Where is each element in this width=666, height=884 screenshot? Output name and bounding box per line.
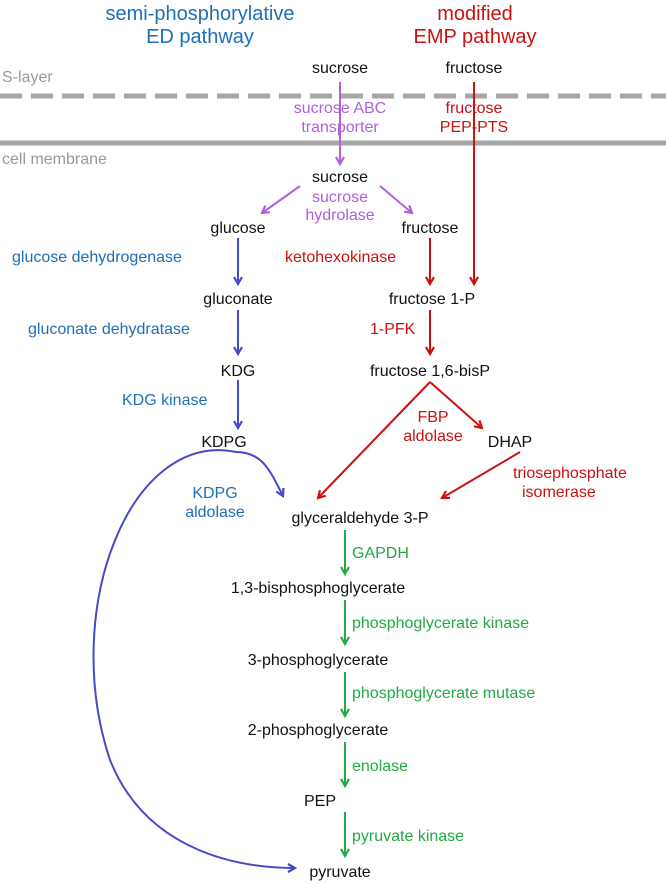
enzyme-gapdh: GAPDH [352,545,409,562]
metabolite-fructose-outside: fructose [446,60,503,77]
enzyme-kdpg-aldolase-line1: KDPG [192,485,237,502]
arrow-kdpg-to-pyruvate [92,449,295,868]
ed-header-line1: semi-phosphorylative [106,3,295,25]
enzyme-triosephosphate-isomerase-line2: isomerase [522,484,596,501]
arrow-fbp-to-gap [318,381,431,498]
enzyme-phosphoglycerate-kinase: phosphoglycerate kinase [352,615,529,632]
enzyme-ketohexokinase: ketohexokinase [285,249,396,266]
enzyme-kdg-kinase: KDG kinase [122,392,207,409]
metabolite-pep: PEP [304,793,336,810]
metabolite-fructose-1p: fructose 1-P [389,291,475,308]
arrow-sucrose-to-fructose [379,185,412,213]
enzyme-sucrose-abc-line1: sucrose ABC [294,100,386,117]
enzyme-sucrose-abc-line2: transporter [301,119,379,136]
metabolite-kdg: KDG [221,363,256,380]
arrow-fbp-to-dhap [429,381,482,428]
enzyme-kdpg-aldolase-line2: aldolase [185,504,245,521]
enzyme-sucrose-hydrolase-line2: hydrolase [305,207,374,224]
enzyme-fructose-pts-line2: PEP-PTS [440,119,508,136]
metabolite-2-phosphoglycerate: 2-phosphoglycerate [248,722,389,739]
metabolite-gluconate: gluconate [203,291,272,308]
enzyme-pyruvate-kinase: pyruvate kinase [352,828,464,845]
arrow-sucrose-to-glucose [262,185,301,213]
ed-header-line2: ED pathway [146,26,254,48]
s-layer-label: S-layer [2,69,53,86]
enzyme-glucose-dehydrogenase: glucose dehydrogenase [12,249,182,266]
emp-header-line2: EMP pathway [413,26,536,48]
arrow-dhap-to-gap [442,451,521,498]
metabolite-fructose-16bisp: fructose 1,6-bisP [370,363,490,380]
enzyme-phosphoglycerate-mutase: phosphoglycerate mutase [352,685,535,702]
enzyme-gluconate-dehydratase: gluconate dehydratase [28,321,190,338]
metabolite-glyceraldehyde-3p: glyceraldehyde 3-P [292,510,429,527]
enzyme-fbp-aldolase-line2: aldolase [403,428,463,445]
enzyme-1-pfk: 1-PFK [370,321,416,338]
metabolite-sucrose-outside: sucrose [312,60,368,77]
metabolite-kdpg: KDPG [201,434,246,451]
enzyme-fructose-pts-line1: fructose [446,100,503,117]
metabolite-3-phosphoglycerate: 3-phosphoglycerate [248,652,389,669]
metabolite-dhap: DHAP [488,434,532,451]
metabolite-glucose: glucose [210,220,265,237]
cell-membrane-label: cell membrane [2,151,107,168]
enzyme-sucrose-hydrolase-line1: sucrose [312,189,368,206]
arrow-kdpg-to-gap [235,451,283,496]
enzyme-enolase: enolase [352,758,408,775]
metabolite-pyruvate: pyruvate [309,864,370,881]
enzyme-triosephosphate-isomerase-line1: triosephosphate [513,465,627,482]
emp-header-line1: modified [437,3,513,25]
metabolite-sucrose-inside: sucrose [312,169,368,186]
metabolite-fructose-inside: fructose [402,220,459,237]
enzyme-fbp-aldolase-line1: FBP [417,409,448,426]
metabolite-13-bisphosphoglycerate: 1,3-bisphosphoglycerate [231,580,405,597]
